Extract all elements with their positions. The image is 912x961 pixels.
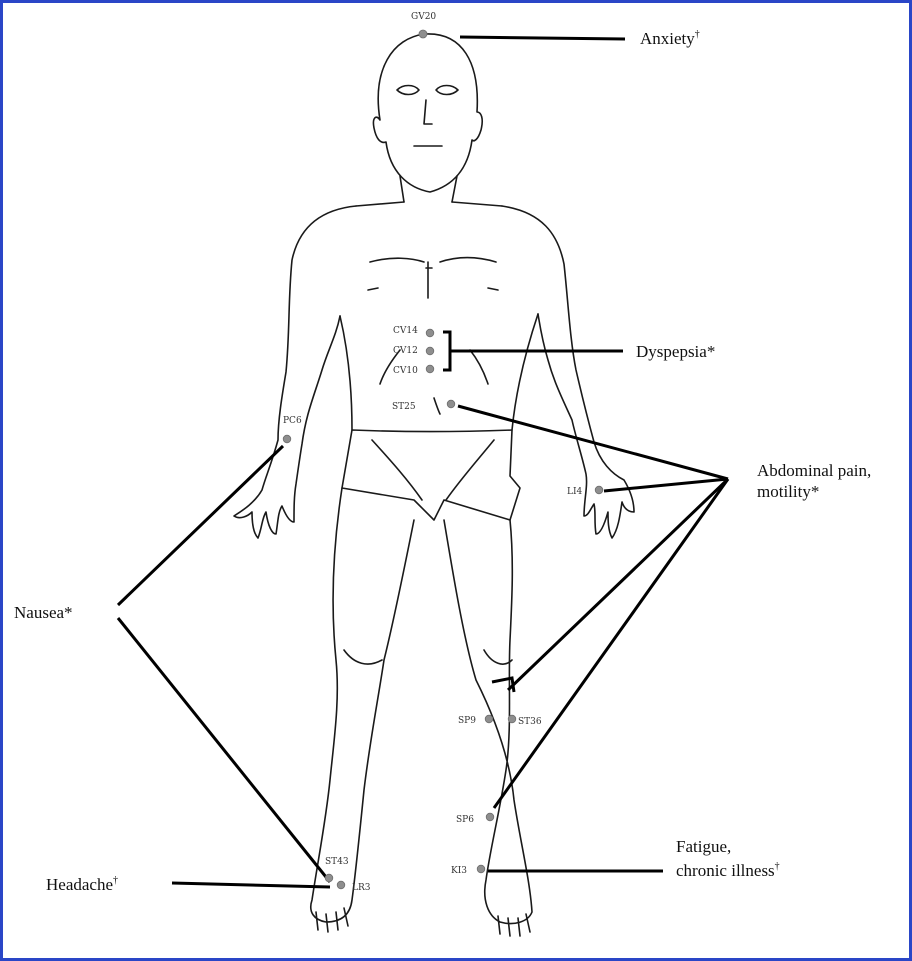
- label-dyspepsia: Dyspepsia*: [636, 342, 715, 361]
- label-sp9: SP9: [458, 716, 476, 726]
- point-li4: [595, 486, 603, 494]
- abdominal-leader-sp6: [494, 479, 728, 808]
- shorts-fold: [372, 440, 494, 500]
- left-nipple: [368, 288, 378, 290]
- label-cv10: CV10: [393, 366, 418, 376]
- point-st43: [325, 874, 333, 882]
- label-pc6: PC6: [283, 416, 302, 426]
- label-lr3: LR3: [352, 883, 371, 893]
- label-headache: Headache†: [46, 875, 118, 894]
- label-st43: ST43: [325, 857, 349, 867]
- right-torso: [512, 314, 538, 430]
- right-knee: [484, 650, 512, 664]
- point-gv20: [419, 30, 427, 38]
- sternum: [426, 262, 432, 298]
- head-outline: [373, 34, 482, 192]
- neck: [400, 176, 457, 202]
- abdominal-leader-st36: [508, 479, 728, 690]
- point-ki3: [477, 865, 485, 873]
- label-fatigue-line1: Fatigue,: [676, 837, 731, 856]
- body-outline: [234, 34, 634, 936]
- label-nausea: Nausea*: [14, 603, 73, 622]
- point-sp6: [486, 813, 494, 821]
- label-sp6: SP6: [456, 815, 474, 825]
- right-nipple: [488, 288, 498, 290]
- point-st36: [508, 715, 516, 723]
- label-cv12: CV12: [393, 346, 418, 356]
- label-st36: ST36: [518, 717, 542, 727]
- condition-labels: Anxiety† Dyspepsia* Abdominal pain, moti…: [14, 29, 871, 894]
- label-gv20: GV20: [411, 12, 436, 22]
- point-labels: GV20 CV14 CV12 CV10 ST25 PC6 LI4 SP9 ST3…: [283, 12, 583, 893]
- nose: [424, 100, 432, 124]
- abdominal-leader-li4: [604, 479, 728, 491]
- knee-bracket: [492, 678, 514, 692]
- point-cv14: [426, 329, 434, 337]
- right-eye: [436, 86, 458, 95]
- chest-line: [370, 258, 496, 263]
- nausea-leader-st43: [118, 618, 330, 882]
- label-abdominal-line1: Abdominal pain,: [757, 461, 871, 480]
- label-anxiety: Anxiety†: [640, 29, 700, 48]
- headache-leader: [172, 883, 330, 887]
- shorts: [342, 430, 520, 520]
- nausea-leader-pc6: [118, 446, 283, 605]
- right-toes: [498, 914, 530, 936]
- left-torso: [340, 316, 352, 430]
- left-knee: [344, 650, 382, 664]
- point-pc6: [283, 435, 291, 443]
- left-arm: [234, 206, 356, 538]
- acupuncture-points: [283, 30, 603, 889]
- point-st25: [447, 400, 455, 408]
- label-ki3: KI3: [451, 866, 467, 876]
- label-cv14: CV14: [393, 326, 418, 336]
- label-st25: ST25: [392, 402, 416, 412]
- label-abdominal-line2: motility*: [757, 482, 819, 501]
- point-cv10: [426, 365, 434, 373]
- anxiety-leader: [460, 37, 625, 39]
- point-cv12: [426, 347, 434, 355]
- abdominal-leader-st25: [458, 406, 728, 479]
- leader-lines: [118, 37, 728, 887]
- navel: [434, 398, 440, 414]
- label-fatigue-line2: chronic illness†: [676, 861, 780, 880]
- trapezius: [356, 202, 502, 206]
- point-lr3: [337, 881, 345, 889]
- point-sp9: [485, 715, 493, 723]
- left-eye: [397, 86, 419, 95]
- dyspepsia-bracket: [443, 332, 450, 370]
- label-li4: LI4: [567, 487, 583, 497]
